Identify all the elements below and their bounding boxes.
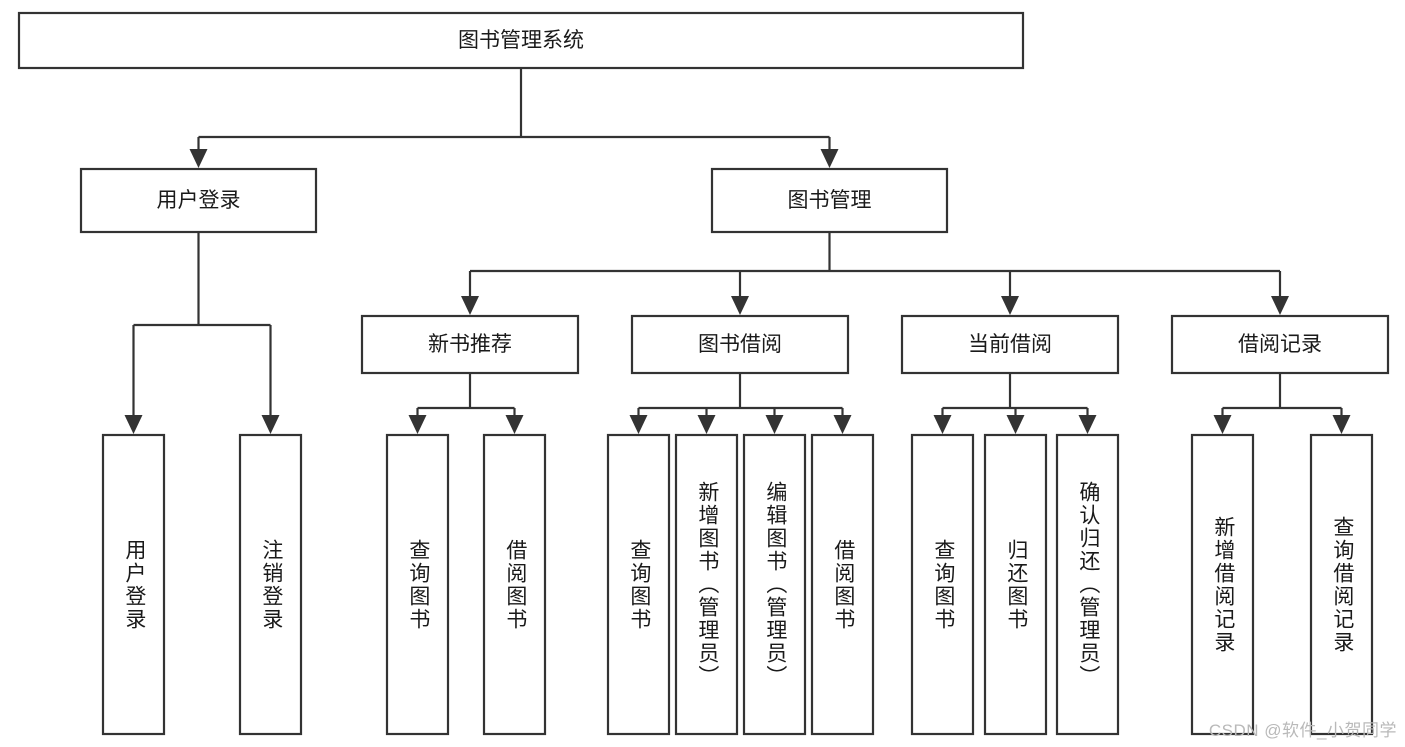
node-label-root: 图书管理系统 — [458, 29, 584, 52]
arrow-head-icon — [505, 415, 524, 434]
arrow-head-icon — [1271, 296, 1289, 315]
arrow-head-icon — [1213, 415, 1232, 434]
node-label-borrow-record: 借阅记录 — [1238, 333, 1322, 356]
arrow-head-icon — [1078, 415, 1097, 434]
node-leaf-add-record[interactable] — [1190, 433, 1255, 736]
node-leaf-borrow-book-2[interactable] — [810, 433, 875, 736]
node-book-manage[interactable] — [710, 167, 949, 234]
arrow-head-icon — [189, 149, 208, 168]
node-label-current-borrow: 当前借阅 — [968, 333, 1052, 356]
arrow-head-icon — [731, 296, 749, 315]
node-book-borrow[interactable] — [630, 314, 850, 375]
node-label-user-login: 用户登录 — [157, 189, 241, 212]
node-label-book-manage: 图书管理 — [788, 189, 872, 212]
arrow-head-icon — [629, 415, 648, 434]
connectors-layer — [124, 68, 1351, 434]
node-leaf-query-book-3[interactable] — [910, 433, 975, 736]
node-label-new-book-rec: 新书推荐 — [428, 333, 512, 356]
arrow-head-icon — [461, 296, 479, 315]
node-leaf-confirm-return[interactable] — [1055, 433, 1120, 736]
arrow-head-icon — [833, 415, 852, 434]
node-leaf-return-book[interactable] — [983, 433, 1048, 736]
node-leaf-query-book-1[interactable] — [385, 433, 450, 736]
node-leaf-add-book[interactable] — [674, 433, 739, 736]
node-leaf-query-record[interactable] — [1309, 433, 1374, 736]
node-leaf-user-logout[interactable] — [238, 433, 303, 736]
node-borrow-record[interactable] — [1170, 314, 1390, 375]
arrow-head-icon — [697, 415, 716, 434]
arrow-head-icon — [1332, 415, 1351, 434]
node-label-book-borrow: 图书借阅 — [698, 333, 782, 356]
node-leaf-query-book-2[interactable] — [606, 433, 671, 736]
node-leaf-user-login[interactable] — [101, 433, 166, 736]
watermark-text: CSDN @软件_小贺同学 — [1208, 721, 1397, 740]
node-leaf-borrow-book-1[interactable] — [482, 433, 547, 736]
arrow-head-icon — [408, 415, 427, 434]
arrow-head-icon — [933, 415, 952, 434]
node-new-book-rec[interactable] — [360, 314, 580, 375]
arrow-head-icon — [820, 149, 839, 168]
boxes-layer — [17, 11, 1390, 736]
arrow-head-icon — [1006, 415, 1025, 434]
arrow-head-icon — [261, 415, 280, 434]
node-leaf-edit-book[interactable] — [742, 433, 807, 736]
arrow-head-icon — [765, 415, 784, 434]
arrow-head-icon — [124, 415, 143, 434]
node-user-login[interactable] — [79, 167, 318, 234]
node-current-borrow[interactable] — [900, 314, 1120, 375]
arrow-head-icon — [1001, 296, 1019, 315]
node-root[interactable] — [17, 11, 1025, 70]
